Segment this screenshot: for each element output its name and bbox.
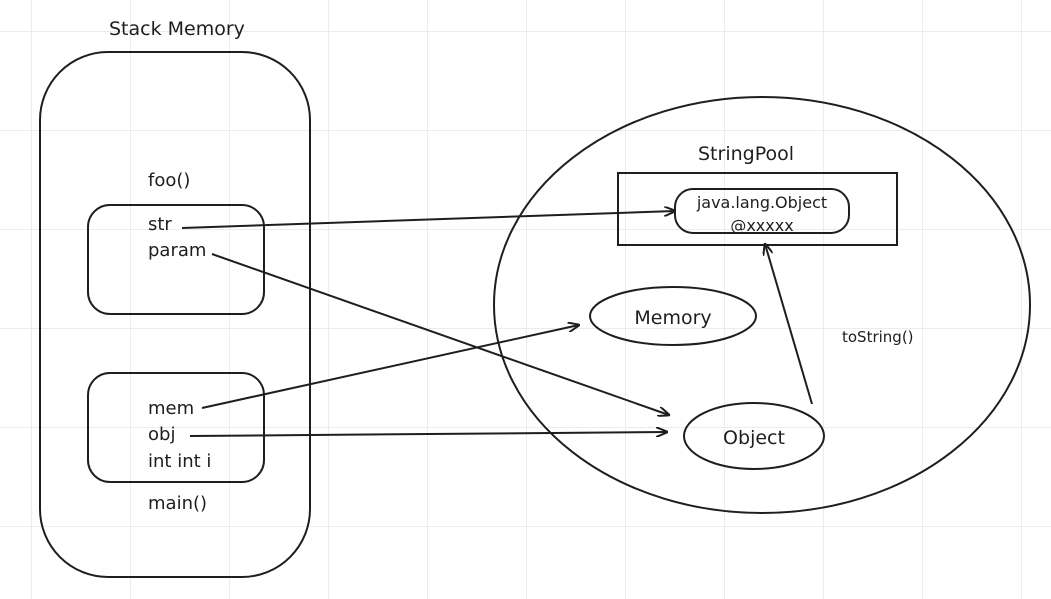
var-obj: obj — [148, 424, 175, 445]
memory-object-label: Memory — [634, 307, 711, 329]
string-pool-entry-line1: java.lang.Object — [696, 193, 827, 212]
foo-frame-label: foo() — [148, 170, 190, 191]
var-str: str — [148, 214, 172, 235]
main-frame-label: main() — [148, 493, 207, 514]
stack-memory-container — [39, 51, 311, 578]
tostring-label: toString() — [842, 328, 914, 346]
foo-frame — [87, 204, 265, 315]
heap-ellipse — [493, 96, 1031, 514]
arrow-object-tostring-to-pool — [765, 244, 813, 405]
string-pool-title: StringPool — [698, 143, 794, 165]
var-param: param — [148, 240, 206, 261]
object-object-label: Object — [723, 427, 785, 449]
arrow-mem-to-memory — [201, 325, 579, 409]
memory-object-ellipse — [589, 286, 757, 346]
stack-memory-title: Stack Memory — [109, 18, 245, 40]
string-pool-box — [617, 172, 898, 246]
object-object-ellipse — [683, 402, 825, 470]
string-pool-entry-line2: @xxxxx — [730, 216, 793, 235]
arrow-str-to-pool-entry — [181, 211, 675, 229]
main-frame — [87, 372, 265, 483]
arrow-obj-to-object — [189, 432, 667, 436]
arrow-param-to-object — [211, 253, 669, 415]
var-mem: mem — [148, 398, 194, 419]
var-int-i: int int i — [148, 451, 211, 472]
